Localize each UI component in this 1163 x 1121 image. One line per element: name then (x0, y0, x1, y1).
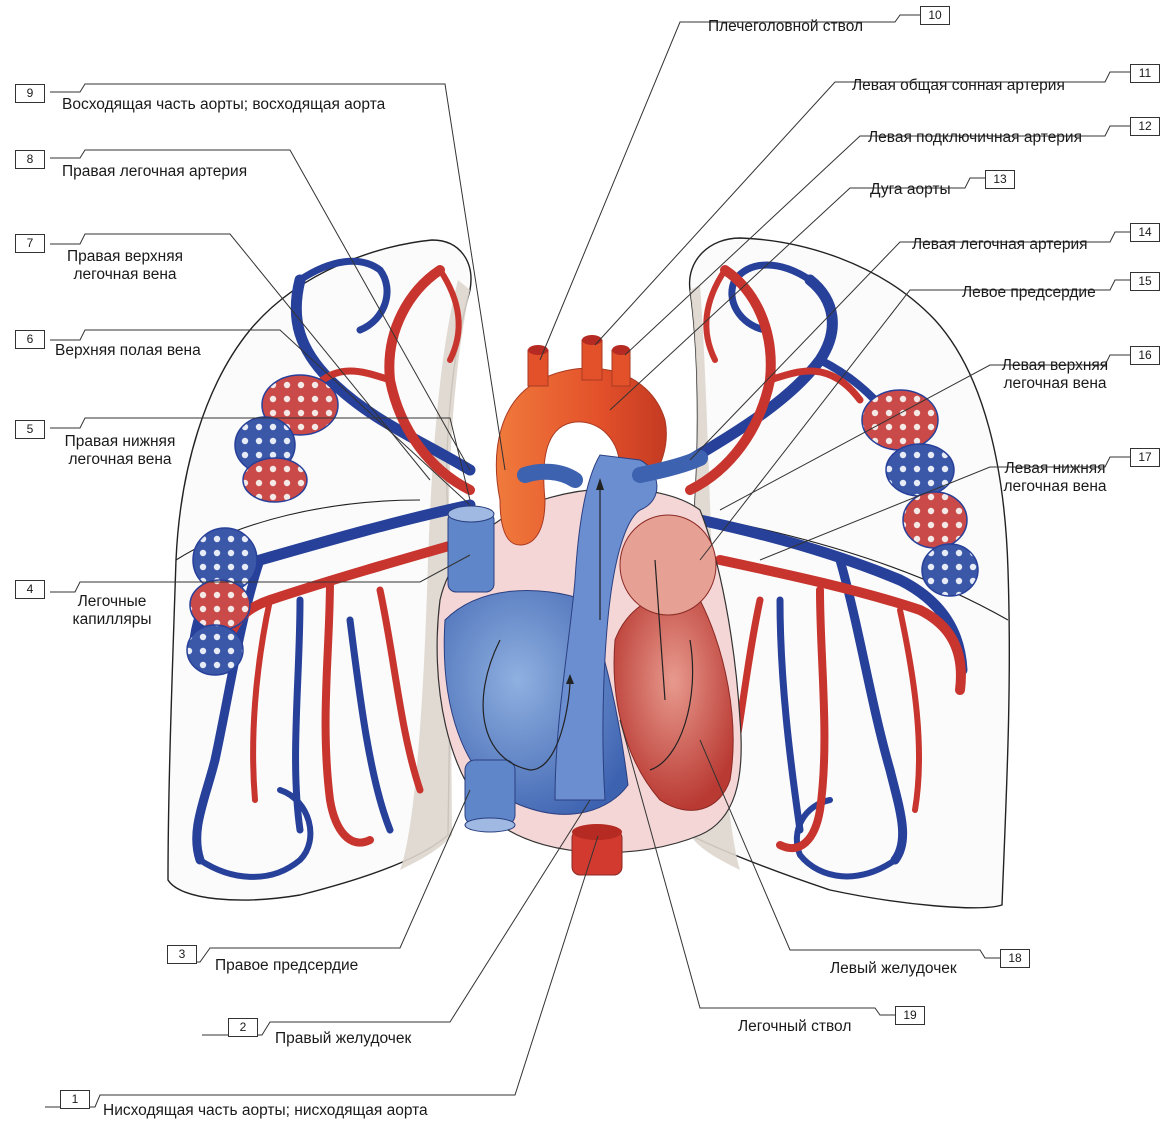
callout-number-13: 13 (985, 170, 1015, 189)
left-common-carotid-artery-label: Левая общая сонная артерия (852, 77, 1065, 95)
callout-number-8: 8 (15, 150, 45, 169)
heart (437, 335, 741, 875)
callout-number-5: 5 (15, 420, 45, 439)
callout-number-2: 2 (228, 1018, 258, 1037)
callout-number-16: 16 (1130, 346, 1160, 365)
pulmonary-trunk-label: Легочный ствол (738, 1018, 851, 1036)
brachiocephalic-trunk-label: Плечеголовной ствол (708, 18, 863, 36)
left-pulmonary-artery-label: Левая легочная артерия (912, 236, 1088, 254)
left-atrium-label: Левое предсердие (962, 284, 1096, 302)
left-subclavian-artery-label: Левая подключичная артерия (868, 129, 1082, 147)
left-atrium-shape (620, 515, 716, 615)
ascending-aorta-label: Восходящая часть аорты; восходящая аорта (62, 96, 385, 114)
left-ventricle-label: Левый желудочек (830, 960, 957, 978)
callout-number-9: 9 (15, 84, 45, 103)
callout-number-3: 3 (167, 945, 197, 964)
callout-number-4: 4 (15, 580, 45, 599)
right-ventricle-label: Правый желудочек (275, 1030, 411, 1048)
callout-number-14: 14 (1130, 223, 1160, 242)
right-pulmonary-artery-label: Правая легочная артерия (62, 163, 247, 181)
superior-vena-cava (448, 512, 494, 592)
right-atrium-label: Правое предсердие (215, 957, 358, 975)
superior-vena-cava-label: Верхняя полая вена (55, 342, 201, 360)
descending-aorta-label: Нисходящая часть аорты; нисходящая аорта (103, 1102, 428, 1120)
inferior-vena-cava (465, 760, 515, 825)
callout-number-19: 19 (895, 1006, 925, 1025)
callout-number-15: 15 (1130, 272, 1160, 291)
callout-number-6: 6 (15, 330, 45, 349)
callout-number-18: 18 (1000, 949, 1030, 968)
callout-number-12: 12 (1130, 117, 1160, 136)
callout-number-7: 7 (15, 234, 45, 253)
callout-number-10: 10 (920, 6, 950, 25)
aortic-arch-label: Дуга аорты (870, 181, 951, 199)
callout-number-17: 17 (1130, 448, 1160, 467)
callout-number-1: 1 (60, 1090, 90, 1109)
callout-number-11: 11 (1130, 64, 1160, 83)
